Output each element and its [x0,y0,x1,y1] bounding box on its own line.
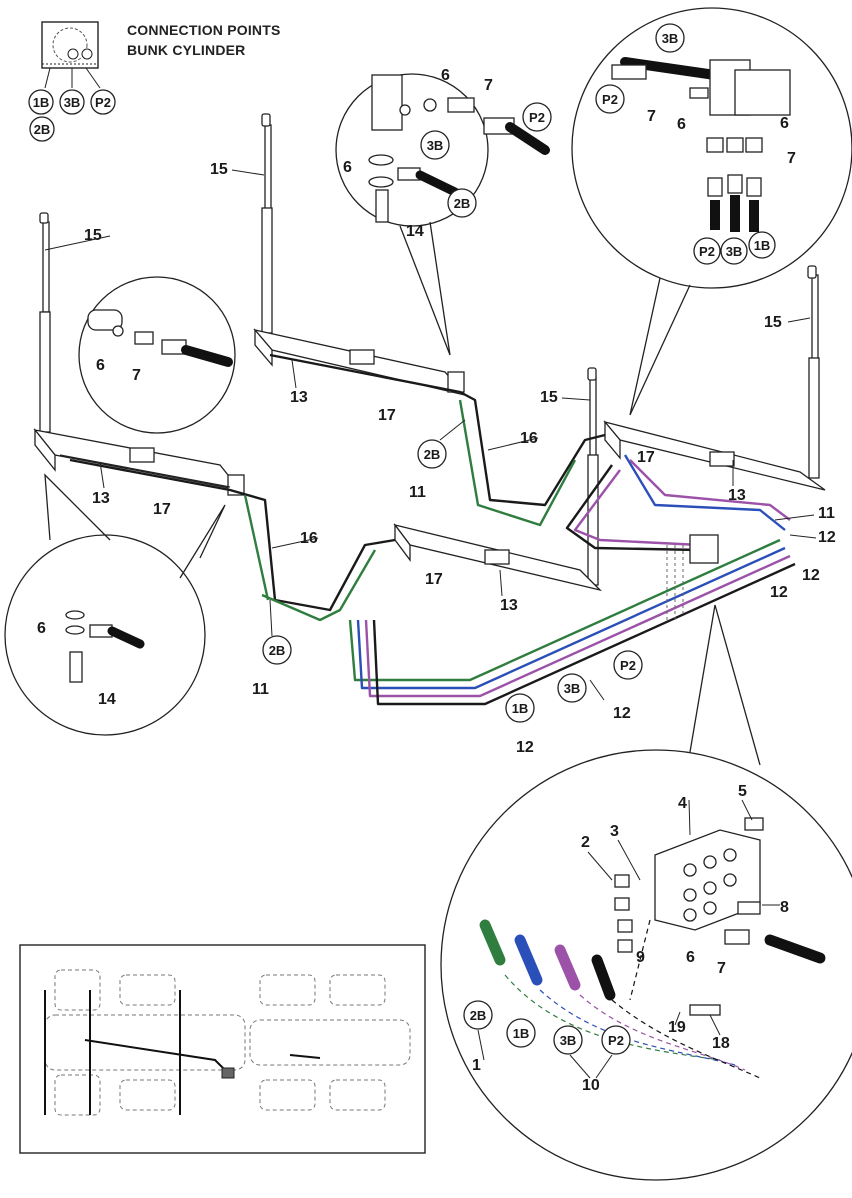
machine-overview-inset [19,944,426,1154]
callout-7-bottom: 7 [717,960,726,977]
bubble-3B-inset: 3B [64,95,81,110]
callout-7-top-right: 7 [647,108,656,125]
top-middle-fittings [368,74,550,223]
leader-lines [44,169,817,1079]
callout-11-left: 11 [252,681,269,698]
bubble-3B-top-right-b: 3B [726,244,743,259]
callout-14-top-middle: 14 [406,223,424,240]
hose-routes [69,353,796,706]
callout-15-left: 15 [84,227,102,244]
bubble-texts: 1B 3B P2 2B P2 3B 2B 3B P2 P2 3B 1B 2B 2… [33,31,771,1048]
bubble-1B-detail: 1B [513,1026,530,1041]
callout-10: 10 [582,1077,600,1094]
callout-17-middle: 17 [378,407,396,424]
callout-6-top-right: 6 [677,116,686,133]
left-lower-fittings [65,610,145,683]
callout-17-center: 17 [425,571,443,588]
callout-18: 18 [712,1035,730,1052]
bubble-1B-bottom: 1B [512,701,529,716]
callout-19: 19 [668,1019,686,1036]
bubble-P2-inset: P2 [95,95,111,110]
callout-numbers: 15 15 15 15 13 13 13 13 17 17 17 17 16 1… [37,67,836,1094]
manifold-block [689,534,719,564]
callout-12-c: 12 [770,584,788,601]
top-right-fittings [611,57,791,232]
callout-7-top-right-b: 7 [787,150,796,167]
bubble-P2-bottom: P2 [620,658,636,673]
callout-11-middle: 11 [409,484,426,501]
callout-7-left-upper: 7 [132,367,141,384]
detail-circle-top-middle [335,73,489,227]
right-bunk-assembly [603,265,826,491]
callout-6-top-middle-b: 6 [343,159,352,176]
bubble-3B-top-middle: 3B [427,138,444,153]
callout-15-middle: 15 [210,161,228,178]
callout-6-top-right-b: 6 [780,115,789,132]
bubble-labels [28,23,776,1055]
bubble-P2-top-right: P2 [602,92,618,107]
bubble-P2-top-middle: P2 [529,110,545,125]
callout-6-bottom: 6 [686,949,695,966]
callout-11-right: 11 [818,505,835,522]
detail-circle-top-right [571,7,852,289]
callout-15-center: 15 [540,389,558,406]
header-bunk-cylinder: BUNK CYLINDER [127,42,246,58]
detail-circle-bottom-right [440,749,852,1181]
overview-valve-marker [221,1067,235,1079]
callout-13-right: 13 [728,487,746,504]
bubble-2B-inset: 2B [34,122,51,137]
callout-16-middle: 16 [520,430,538,447]
bubble-2B-left: 2B [269,643,286,658]
bottom-right-fittings [479,817,826,1016]
callout-4: 4 [678,795,687,812]
callout-13-center: 13 [500,597,518,614]
callout-15-right: 15 [764,314,782,331]
callout-12-a: 12 [818,529,836,546]
callout-14-left-lower: 14 [98,691,116,708]
callout-13-left: 13 [92,490,110,507]
detail-bubbles [4,7,852,1181]
detail-circle-left-upper [78,276,236,434]
bubble-3B-detail: 3B [560,1033,577,1048]
port-circle-left [67,48,79,60]
connection-points-inset [41,21,101,89]
bubble-1B-inset: 1B [33,95,50,110]
bubble-P2-top-right-b: P2 [699,244,715,259]
callout-6-left-lower: 6 [37,620,46,637]
callout-6-top-middle: 6 [441,67,450,84]
callout-12-b: 12 [802,567,820,584]
bubble-3B-bottom: 3B [564,681,581,696]
bubble-2B-detail: 2B [470,1008,487,1023]
middle-top-bunk-assembly [253,113,467,397]
callout-17-left: 17 [153,501,171,518]
callout-6-left-upper: 6 [96,357,105,374]
callout-1: 1 [472,1057,481,1074]
callout-12-e: 12 [516,739,534,756]
bubble-2B-top-middle: 2B [454,196,471,211]
callout-13-middle: 13 [290,389,308,406]
callout-3: 3 [610,823,619,840]
header-connection-points: CONNECTION POINTS [127,22,281,38]
callout-2: 2 [581,834,590,851]
callout-9: 9 [636,949,645,966]
callout-8: 8 [780,899,789,916]
callout-17-right: 17 [637,449,655,466]
bubble-P2-detail: P2 [608,1033,624,1048]
left-bunk-assembly [33,212,245,496]
port-circle-large [52,27,88,63]
port-circle-right [81,48,93,60]
callout-12-d: 12 [613,705,631,722]
callout-7-top-middle: 7 [484,77,493,94]
callout-16-left: 16 [300,530,318,547]
center-bunk-assembly [393,367,603,592]
left-upper-fittings [87,309,233,367]
callout-5: 5 [738,783,747,800]
bubble-3B-top-right: 3B [662,31,679,46]
bubble-1B-top-right: 1B [754,238,771,253]
dashed-leaders [666,545,684,620]
bubble-2B-middle: 2B [424,447,441,462]
